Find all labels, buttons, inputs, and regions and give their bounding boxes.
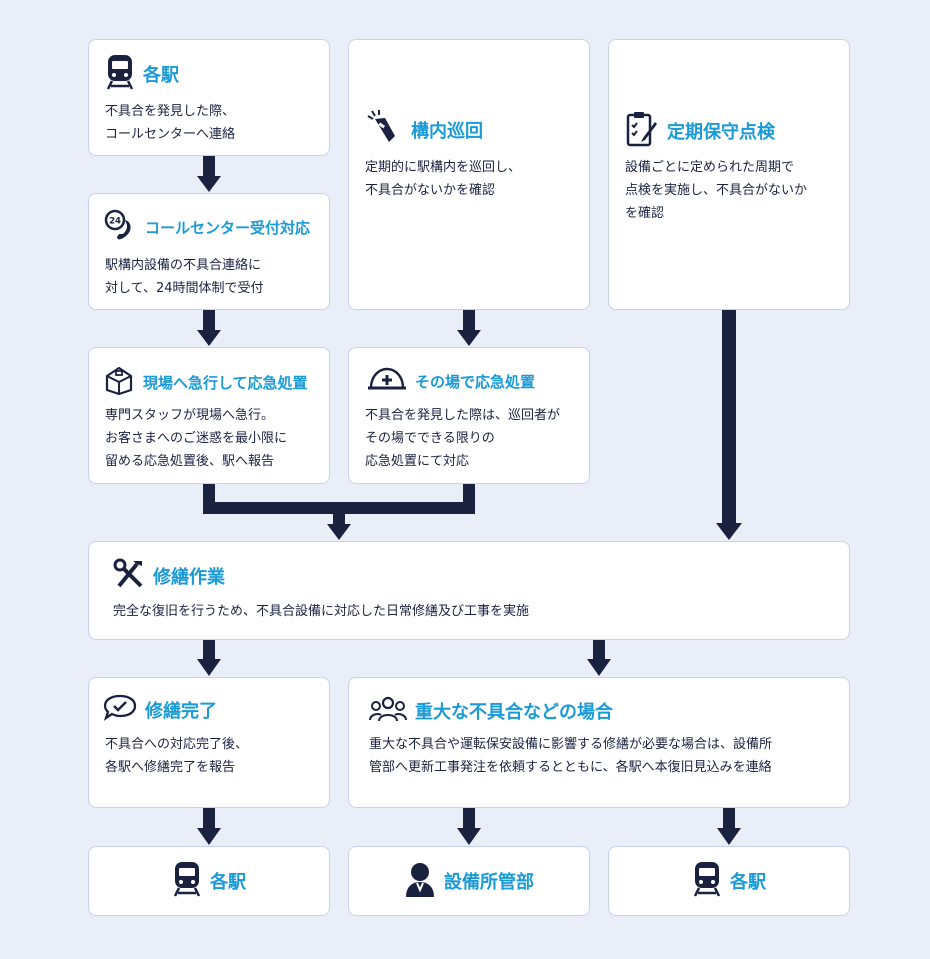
chat-check-icon	[103, 694, 137, 726]
station-description: 不具合を発見した際、 コールセンターへ連絡	[105, 104, 236, 142]
patrol-box: 構内巡回 定期的に駅構内を巡回し、 不具合がないかを確認	[348, 39, 590, 310]
arrow-callcenter-to-rush	[197, 310, 221, 346]
major-issue-title: 重大な不具合などの場合	[415, 702, 613, 723]
repair-work-box: 修繕作業 完全な復旧を行うため、不具合設備に対応した日常修繕及び工事を実施	[88, 541, 850, 640]
arrow-major-to-facility	[457, 808, 481, 845]
onsite-treatment-box: その場で応急処置 不具合を発見した際は、巡回者が その場でできる限りの 応急処置…	[348, 347, 590, 484]
svg-text:24: 24	[109, 217, 121, 227]
arrow-repair-to-major	[587, 640, 611, 676]
repair-complete-description: 不具合への対応完了後、 各駅へ修繕完了を報告	[105, 737, 249, 775]
end-station-box-2: 各駅	[608, 846, 850, 916]
end-station-box-1: 各駅	[88, 846, 330, 916]
end-station-title-1: 各駅	[210, 872, 246, 893]
group-icon	[369, 696, 407, 726]
flashlight-icon	[365, 110, 403, 150]
repair-complete-title: 修繕完了	[145, 701, 217, 722]
patrol-description: 定期的に駅構内を巡回し、 不具合がないかを確認	[365, 160, 522, 198]
tools-icon	[113, 558, 145, 594]
arrow-patrol-to-onsite	[457, 310, 481, 346]
call-center-description: 駅構内設備の不具合連絡に 対して、24時間体制で受付	[105, 258, 264, 296]
patrol-title: 構内巡回	[411, 121, 483, 142]
end-station-title-2: 各駅	[730, 872, 766, 893]
end-facility-title: 設備所管部	[444, 872, 534, 893]
phone-24h-icon: 24	[103, 208, 137, 246]
helmet-icon	[367, 364, 407, 398]
train-icon	[172, 861, 202, 901]
onsite-treatment-title: その場で応急処置	[415, 372, 536, 391]
periodic-inspection-box: 定期保守点検 設備ごとに定められた周期で 点検を実施し、不具合がないか を確認	[608, 39, 850, 310]
call-center-box: 24 コールセンター受付対応 駅構内設備の不具合連絡に 対して、24時間体制で受…	[88, 193, 330, 310]
train-icon	[692, 861, 722, 901]
person-icon	[404, 861, 436, 901]
onsite-treatment-description: 不具合を発見した際は、巡回者が その場でできる限りの 応急処置にて対応	[365, 408, 561, 469]
call-center-title: コールセンター受付対応	[145, 218, 311, 237]
rush-to-site-title: 現場へ急行して応急処置	[143, 373, 308, 392]
arrow-repair-to-complete	[197, 640, 221, 676]
connector-merge-to-repair	[203, 484, 475, 540]
rush-to-site-box: 現場へ急行して応急処置 専門スタッフが現場へ急行。 お客さまへのご迷惑を最小限に…	[88, 347, 330, 484]
arrow-station-to-callcenter	[197, 156, 221, 192]
arrow-complete-to-station	[197, 808, 221, 845]
major-issue-box: 重大な不具合などの場合 重大な不具合や運転保安設備に影響する修繕が必要な場合は、…	[348, 677, 850, 808]
arrow-major-to-station2	[717, 808, 741, 845]
rush-to-site-description: 専門スタッフが現場へ急行。 お客さまへのご迷惑を最小限に 留める応急処置後、駅へ…	[105, 408, 288, 469]
repair-complete-box: 修繕完了 不具合への対応完了後、 各駅へ修繕完了を報告	[88, 677, 330, 808]
checklist-icon	[625, 110, 659, 152]
major-issue-description: 重大な不具合や運転保安設備に影響する修繕が必要な場合は、設備所 管部へ更新工事発…	[369, 737, 773, 775]
station-box: 各駅 不具合を発見した際、 コールセンターへ連絡	[88, 39, 330, 156]
toolbox-icon	[103, 364, 135, 400]
train-icon	[105, 54, 135, 94]
periodic-inspection-title: 定期保守点検	[667, 122, 775, 143]
repair-work-title: 修繕作業	[153, 567, 225, 588]
periodic-inspection-description: 設備ごとに定められた周期で 点検を実施し、不具合がないか を確認	[625, 160, 808, 221]
repair-work-description: 完全な復旧を行うため、不具合設備に対応した日常修繕及び工事を実施	[113, 604, 530, 619]
end-facility-box: 設備所管部	[348, 846, 590, 916]
arrow-periodic-to-repair	[716, 310, 742, 540]
station-title: 各駅	[143, 65, 179, 86]
